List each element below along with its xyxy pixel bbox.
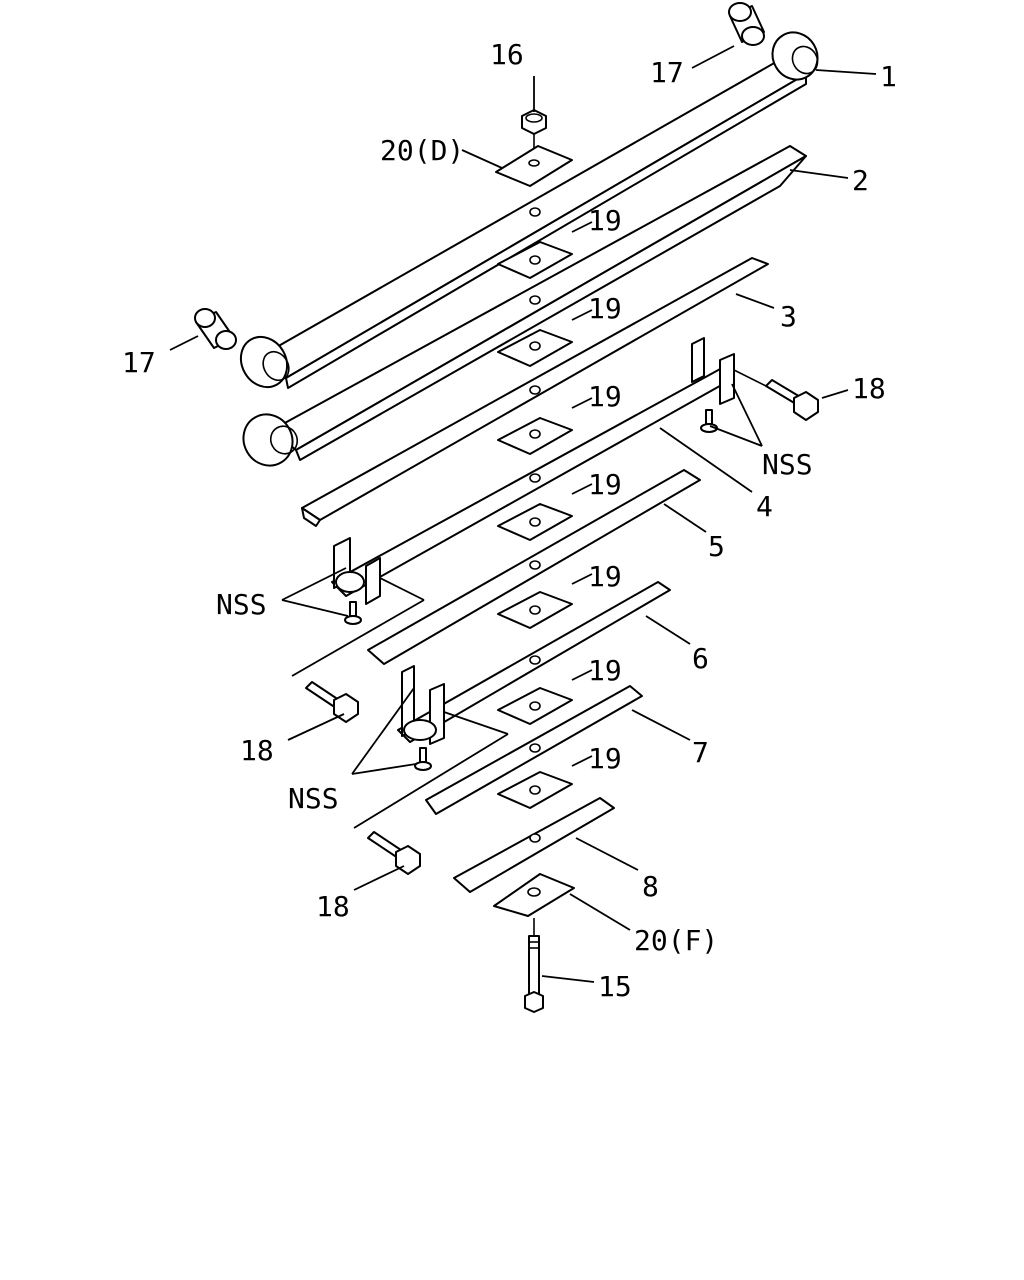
label-19-e: 19 (588, 560, 622, 593)
part-labels: 1 2 3 4 5 6 7 8 15 16 17 17 18 18 18 19 … (122, 38, 897, 1003)
label-1: 1 (880, 60, 897, 93)
label-nss-rear: NSS (762, 448, 813, 481)
leader-lines (169, 45, 877, 983)
leaf-8[interactable] (453, 797, 615, 893)
label-20-f: 20(F) (634, 924, 718, 957)
leaf-2[interactable] (234, 145, 807, 475)
label-20-d: 20(D) (380, 134, 464, 167)
label-8: 8 (642, 870, 659, 903)
label-19-g: 19 (588, 742, 622, 775)
label-7: 7 (692, 736, 709, 769)
label-nss-lower: NSS (288, 782, 339, 815)
bolt-18-lower[interactable] (367, 831, 421, 875)
bolt-18-mid[interactable] (305, 681, 359, 723)
label-2: 2 (852, 164, 869, 197)
plate-20-d[interactable] (495, 145, 573, 187)
label-19-c: 19 (588, 380, 622, 413)
label-17-rear: 17 (650, 56, 684, 89)
label-19-f: 19 (588, 654, 622, 687)
nss-screws[interactable] (344, 409, 718, 771)
leaf-4[interactable] (331, 337, 735, 605)
label-nss-front: NSS (216, 588, 267, 621)
bushing-17-rear[interactable] (728, 2, 765, 46)
label-6: 6 (692, 642, 709, 675)
leaf-7[interactable] (425, 685, 643, 815)
bolt-18-rear[interactable] (733, 369, 819, 421)
leaf-3[interactable] (301, 257, 769, 527)
label-19-d: 19 (588, 468, 622, 501)
plate-20-f[interactable] (493, 873, 575, 917)
assembly-lines (291, 577, 509, 829)
center-bolt-15[interactable] (524, 918, 544, 1013)
leaf-1[interactable] (232, 24, 826, 395)
label-19-a: 19 (588, 204, 622, 237)
label-17-front: 17 (122, 346, 156, 379)
label-19-b: 19 (588, 292, 622, 325)
label-18-mid: 18 (240, 734, 274, 767)
pads-19[interactable] (497, 241, 573, 809)
label-5: 5 (708, 530, 725, 563)
leaf-5[interactable] (367, 469, 701, 665)
label-4: 4 (756, 490, 773, 523)
label-16: 16 (490, 38, 524, 71)
label-18-rear: 18 (852, 372, 886, 405)
label-18-lower: 18 (316, 890, 350, 923)
bushing-17-front[interactable] (194, 308, 237, 350)
label-15: 15 (598, 970, 632, 1003)
label-3: 3 (780, 300, 797, 333)
leaf-6[interactable] (397, 581, 671, 745)
